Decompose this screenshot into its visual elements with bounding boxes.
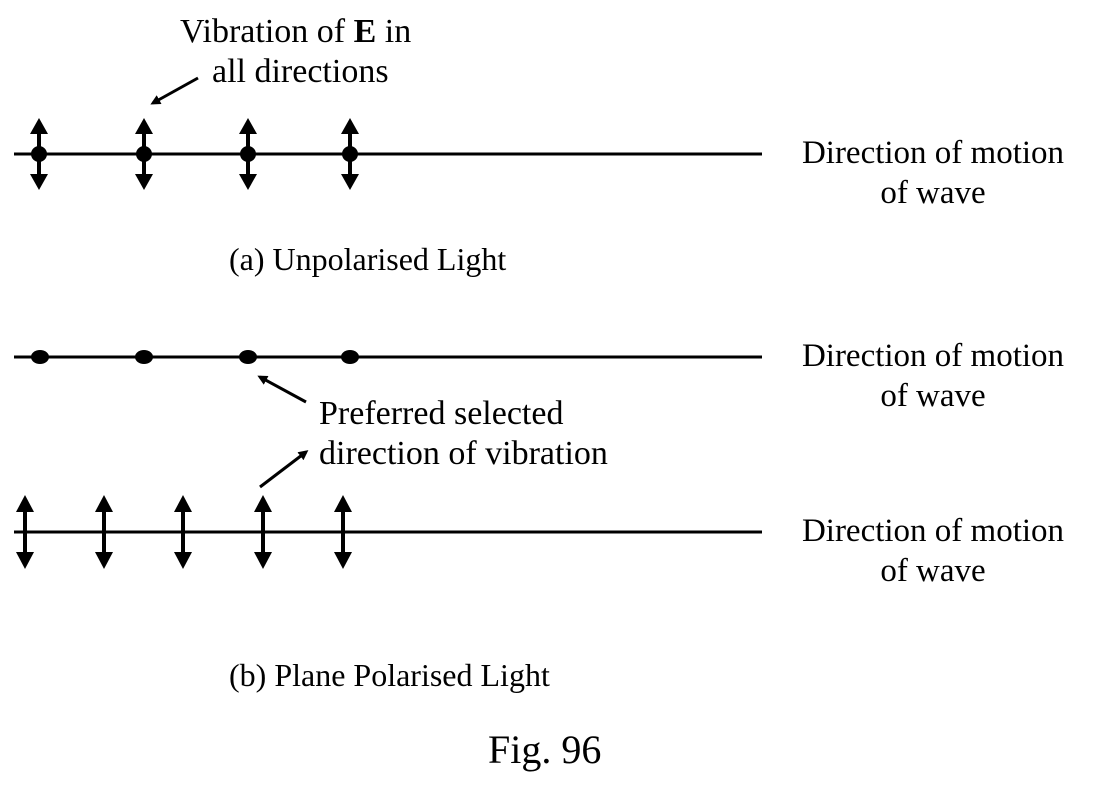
wave-label-polarised-dots: Direction of motion of wave — [778, 336, 1088, 416]
figure-number: Fig. 96 — [488, 727, 602, 772]
wave-label-polarised-arrows: Direction of motion of wave — [778, 511, 1088, 591]
annotation-top-line2: all directions — [212, 53, 389, 90]
vibration-arrow — [16, 495, 34, 569]
annotation-vibration-all-directions: Vibration of E in — [180, 14, 411, 50]
annotation-preferred-line2: direction of vibration — [319, 435, 608, 472]
vibration-dot — [135, 350, 153, 364]
caption-plane-polarised: (b) Plane Polarised Light — [229, 657, 550, 693]
annotation-preferred-line1: Preferred selected — [319, 395, 564, 432]
vibration-marker — [135, 118, 153, 190]
vibration-arrow — [95, 495, 113, 569]
vibration-marker — [239, 118, 257, 190]
vibration-arrow — [174, 495, 192, 569]
vibration-dot — [31, 350, 49, 364]
annotation-top-prefix: Vibration of — [180, 13, 354, 50]
vibration-arrow — [254, 495, 272, 569]
wave-label-line1: Direction of motion — [801, 513, 1065, 549]
vibration-dot — [239, 350, 257, 364]
wave-label-line1: Direction of motion — [801, 135, 1065, 171]
wave-label-line2: of wave — [880, 175, 986, 211]
annotation-arrow-top — [150, 76, 199, 105]
vibration-dot — [341, 350, 359, 364]
annotation-arrow-to-dot — [257, 375, 307, 404]
vibration-arrow — [334, 495, 352, 569]
annotation-top-suffix: in — [376, 13, 412, 50]
vibration-marker — [341, 118, 359, 190]
unpolarised-markers — [30, 118, 359, 190]
annotation-arrow-to-arrow — [259, 450, 309, 489]
wave-label-unpolarised: Direction of motion of wave — [778, 133, 1088, 213]
wave-label-line1: Direction of motion — [801, 338, 1065, 374]
polarised-dot-markers — [31, 350, 359, 364]
vibration-marker — [30, 118, 48, 190]
wave-label-line2: of wave — [880, 553, 986, 589]
caption-unpolarised: (a) Unpolarised Light — [229, 241, 507, 277]
field-symbol-e: E — [353, 13, 377, 50]
polarised-arrow-markers — [16, 495, 352, 569]
wave-label-line2: of wave — [880, 378, 986, 414]
